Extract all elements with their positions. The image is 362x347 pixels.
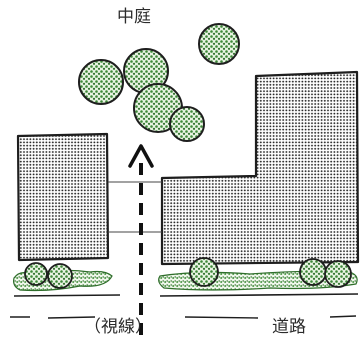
courtyard-tree: [78, 59, 124, 105]
street-tree: [189, 257, 219, 287]
sightline-label: （視線）: [84, 317, 152, 337]
courtyard-label: 中庭: [117, 7, 151, 27]
sightline-arrow-head: [128, 144, 154, 168]
left-building: [16, 132, 110, 262]
road-edge-lower: [10, 315, 357, 319]
courtyard-tree: [169, 106, 205, 142]
road-label: 道路: [272, 317, 306, 337]
street-tree: [24, 262, 48, 286]
right-building: [160, 70, 360, 266]
courtyard-tree: [198, 23, 240, 65]
street-tree: [299, 258, 327, 286]
street-tree: [47, 263, 73, 289]
road-edge-upper: [13, 293, 359, 297]
guide-lines: [108, 181, 162, 233]
street-tree: [324, 260, 352, 288]
